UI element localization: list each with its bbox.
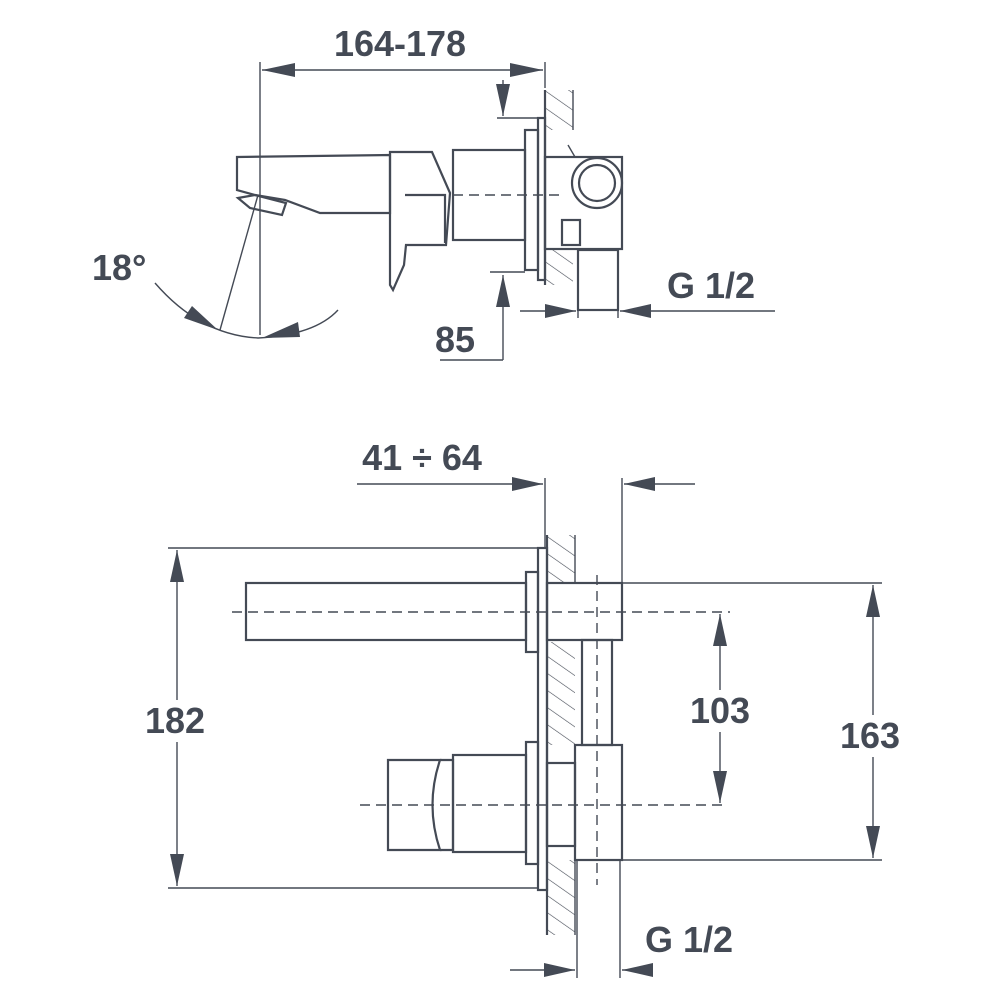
dim-plate-height: 163: [840, 715, 900, 756]
dim-spout-angle: 18°: [92, 247, 146, 288]
inlet-circle-outer: [570, 156, 624, 210]
escutcheon: [523, 128, 540, 272]
lever-detail: [405, 193, 447, 243]
dim-projection: 85: [435, 319, 475, 360]
aerator: [235, 193, 288, 217]
mixer-handle: [386, 758, 442, 852]
dim-connection-bottom: G 1/2: [645, 919, 733, 960]
lever: [388, 150, 452, 293]
wall-hatch-bottom: [545, 250, 573, 285]
dim-total-height: 182: [145, 700, 205, 741]
dim-spout-length: 164-178: [334, 23, 466, 64]
inlet-circle-inner: [577, 163, 617, 203]
dim-wall-depth: 41 ÷ 64: [362, 437, 482, 478]
front-view: 41 ÷ 64 182 103 163 G 1/2: [140, 437, 908, 978]
mixer-body: [451, 753, 528, 854]
dim-connection-top: G 1/2: [667, 265, 755, 306]
inlet-pipe: [576, 248, 620, 312]
dim-center-distance: 103: [690, 690, 750, 731]
lower-rosette: [524, 740, 540, 866]
side-view: 164-178 18° 85 G 1/2: [92, 23, 775, 361]
wall-hatch-top: [545, 90, 573, 130]
wall-plate: [536, 546, 549, 892]
